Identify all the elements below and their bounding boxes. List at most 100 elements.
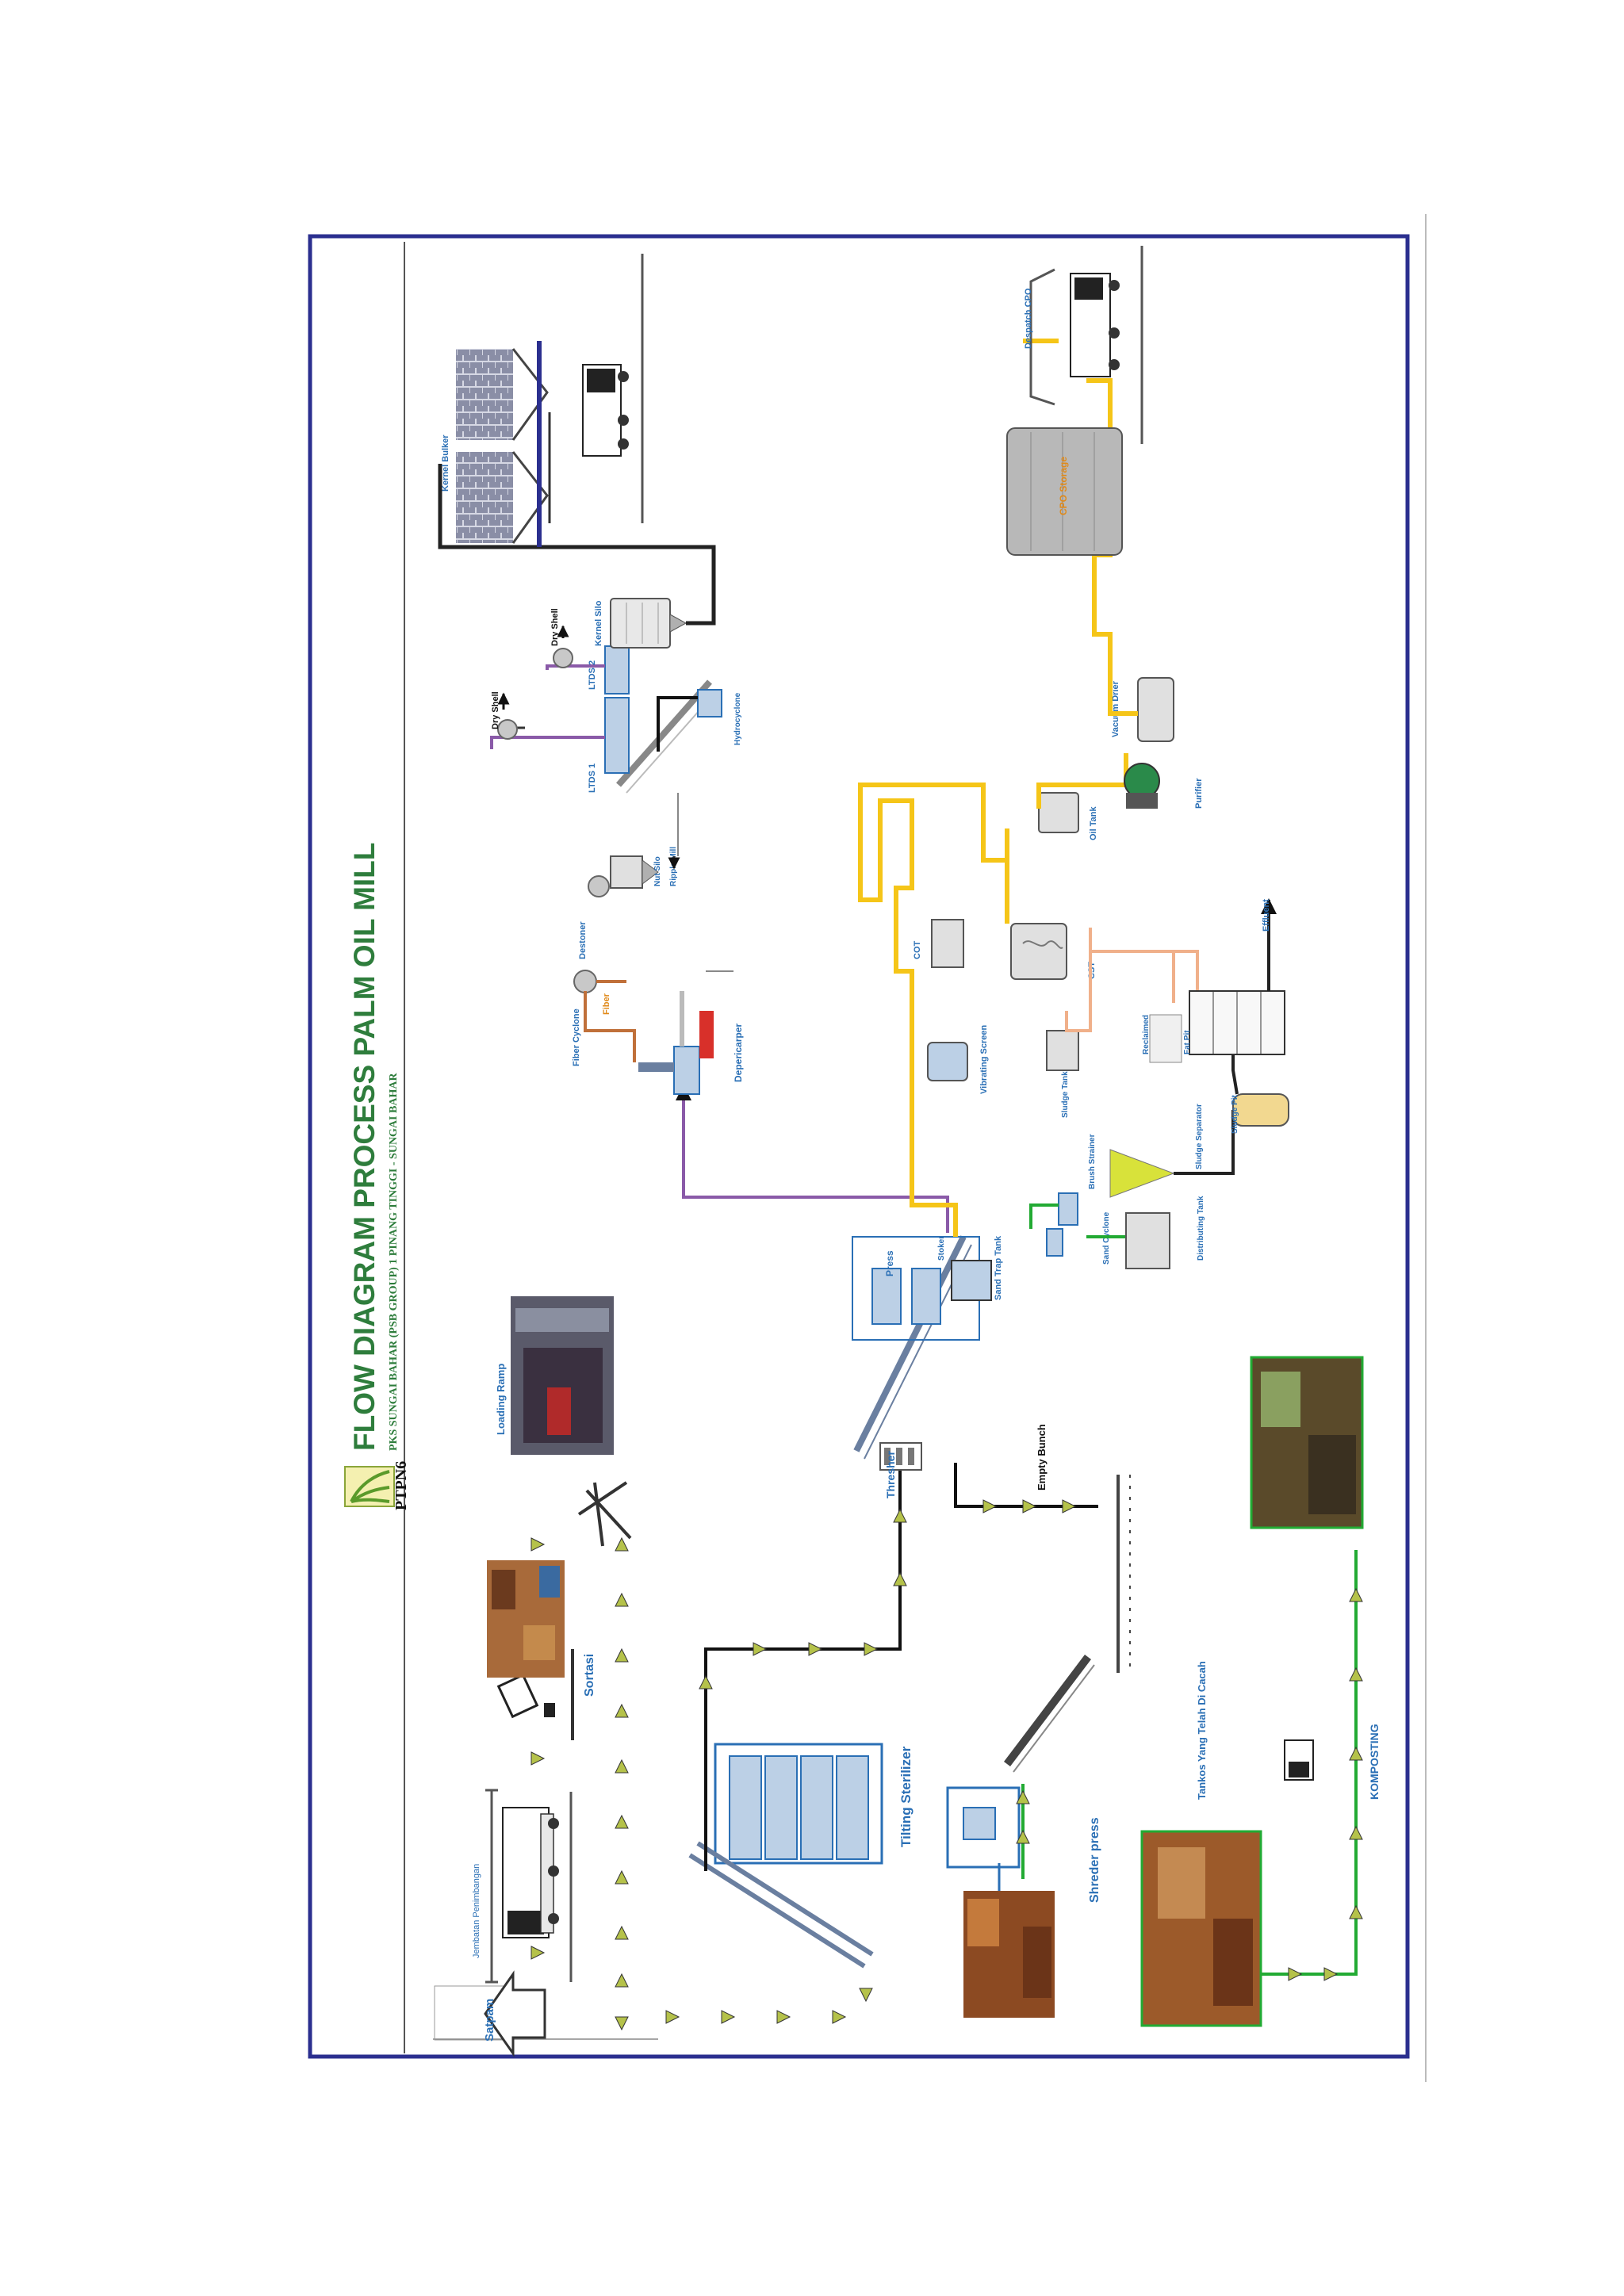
press-label: Press xyxy=(884,1250,895,1276)
thresher: Thresher xyxy=(879,1442,922,1498)
compost-truck-icon xyxy=(1284,1739,1314,1781)
title-band xyxy=(331,242,404,2052)
sterilized-fruit-line xyxy=(699,1467,907,1720)
loading-ramp-label: Loading Ramp xyxy=(495,1364,507,1435)
page-title: FLOW DIAGRAM PROCESS PALM OIL MILL xyxy=(348,843,381,1451)
cot: COT xyxy=(913,919,964,968)
compost-flow: KOMPOSTING xyxy=(1261,1550,1381,1981)
stocker-label: Stoker xyxy=(937,1236,946,1261)
destoner-label: Destoner xyxy=(578,921,588,959)
weighbridge: Jembatan Penimbangan xyxy=(472,1789,573,1984)
empty-bunch-label: Empty Bunch xyxy=(1036,1424,1048,1490)
outer-frame xyxy=(308,234,1410,2059)
sand-trap-label: Sand Trap Tank xyxy=(994,1235,1003,1300)
page-edge-line xyxy=(1425,214,1427,2082)
brush-strainer: Brush Strainer xyxy=(1058,1134,1097,1226)
cst: CST xyxy=(1010,923,1097,980)
oil-tank: Oil Tank xyxy=(1038,792,1098,840)
page-subtitle: PKS SUNGAI BAHAR (PSB GROUP) 1 PINANG TI… xyxy=(388,1073,400,1451)
ltds2-label: LTDS 2 xyxy=(588,660,597,690)
fat-pit: Fat Pit xyxy=(1183,990,1285,1055)
purifier-line xyxy=(1036,753,1128,809)
fruit-flow-arrows xyxy=(530,1536,873,2031)
vacuum-drier-label: Vacuum Drier xyxy=(1111,680,1120,737)
despatch-cpo-label: Despatch CPO xyxy=(1024,288,1033,349)
hydrocyclone: Hydrocyclone xyxy=(657,689,742,752)
depericarper-label: Depericarper xyxy=(733,1024,744,1082)
fruit-conveyor-icon xyxy=(577,1481,632,1547)
satpam-label: Satpam xyxy=(483,1999,496,2042)
hydrocyclone-label: Hydrocyclone xyxy=(733,692,742,745)
ltds2: LTDS 2 Dry Shell xyxy=(546,608,630,695)
purifier-label: Purifier xyxy=(1194,778,1204,809)
storage-tank-label: CPO Storage xyxy=(1058,457,1069,515)
sortation: Sortasi xyxy=(487,1560,596,1740)
ltds1-label: LTDS 1 xyxy=(588,763,597,793)
storage-tank: CPO Storage xyxy=(1006,427,1123,556)
shredded-photo-top xyxy=(963,1891,1055,2018)
compost-photo xyxy=(1250,1356,1364,1529)
tankos-photo: Tankos Yang Telah Di Cacah xyxy=(1140,1661,1262,2027)
kernel-bulker-label: Kernel Bulker xyxy=(441,434,450,492)
ltds1: LTDS 1 Dry Shell xyxy=(490,691,630,793)
nut-silo-label: Nut Silo xyxy=(653,856,662,886)
sludge-separator-label: Sludge Separator xyxy=(1195,1104,1204,1169)
monitor-icon xyxy=(496,1673,555,1719)
brush-strainer-label: Brush Strainer xyxy=(1088,1134,1097,1189)
sludge-tank-label: Sludge Tank xyxy=(1061,1071,1070,1118)
thresher-label: Thresher xyxy=(884,1451,897,1498)
reclaimed-label: Reclaimed xyxy=(1142,1015,1151,1054)
vacuum-drier: Vacuum Drier xyxy=(1111,677,1174,742)
sludge-pit: Sludge Pit xyxy=(1231,1093,1289,1134)
tankos-label: Tankos Yang Telah Di Cacah xyxy=(1196,1661,1208,1800)
dry-shell-2-label: Dry Shell xyxy=(550,608,560,646)
logo-icon xyxy=(344,1466,395,1507)
sludge-pit-label: Sludge Pit xyxy=(1231,1094,1239,1134)
loading-ramp: Loading Ramp xyxy=(495,1296,632,1547)
tilting-sterilizer-label: Tilting Sterilizer xyxy=(898,1746,914,1847)
vibrating-screen-label: Vibrating Screen xyxy=(979,1025,989,1094)
shreder-flow xyxy=(1016,1784,1030,1879)
arrow-up-icon xyxy=(484,1970,546,2057)
distributing-tank: Distributing Tank xyxy=(1125,1196,1205,1269)
shreder-press: Shreder press xyxy=(946,1786,1101,1903)
press-station: Press Stoker Sand Trap Tank xyxy=(852,1235,1003,1460)
sludge-recycle-line xyxy=(1090,950,1199,1003)
security-post: Satpam xyxy=(434,1970,546,2057)
nut-silo: Nut Silo Ripple Mill xyxy=(610,793,680,889)
depericarper: Depericarper xyxy=(638,970,744,1095)
shreder-press-label: Shreder press xyxy=(1088,1817,1101,1903)
oil-tank-label: Oil Tank xyxy=(1089,806,1098,840)
kernel-line xyxy=(438,464,716,626)
distributing-tank-label: Distributing Tank xyxy=(1197,1196,1205,1261)
cpo-line xyxy=(1086,378,1138,716)
effluent-label: Effluent xyxy=(1262,899,1271,932)
dry-shell-1-label: Dry Shell xyxy=(491,691,500,729)
reclaimed: Reclaimed xyxy=(1142,1014,1182,1063)
sludge-separator: Sludge Separator xyxy=(1109,1104,1204,1198)
strainer-green-line xyxy=(1029,1203,1126,1238)
logo-text: PTPN6 xyxy=(393,1461,410,1510)
separator-to-pit-line xyxy=(1174,1110,1235,1175)
kernel-silo-label: Kernel Silo xyxy=(594,600,603,646)
crude-oil-line xyxy=(858,783,1007,1237)
vibrating-screen: Vibrating Screen xyxy=(927,1025,989,1094)
title-block: PTPN6 FLOW DIAGRAM PROCESS PALM OIL MILL… xyxy=(344,843,410,1510)
fiber-cyclone-label: Fiber Cyclone xyxy=(572,1008,581,1066)
jembatan-label: Jembatan Penimbangan xyxy=(472,1864,481,1958)
fat-pit-label: Fat Pit xyxy=(1183,1030,1192,1054)
kernel-bulker: Kernel Bulker xyxy=(441,254,644,547)
tilting-sterilizer: Tilting Sterilizer xyxy=(688,1720,914,1969)
sludge-tank: Sludge Tank xyxy=(1046,928,1092,1118)
fiber-cyclone: Fiber Cyclone Fiber xyxy=(572,970,636,1066)
empty-bunch-conveyor xyxy=(1004,1475,1131,1773)
empty-bunch-line: Empty Bunch xyxy=(954,1424,1098,1513)
kernel-silo: Kernel Silo xyxy=(594,598,688,649)
cot-label: COT xyxy=(913,941,922,960)
fiber-cake-line xyxy=(676,1085,949,1233)
fiber-label: Fiber xyxy=(602,993,611,1015)
sortasi-label: Sortasi xyxy=(583,1654,596,1697)
sludge-pit-line xyxy=(1231,1054,1239,1095)
komposting-label: KOMPOSTING xyxy=(1368,1724,1381,1800)
